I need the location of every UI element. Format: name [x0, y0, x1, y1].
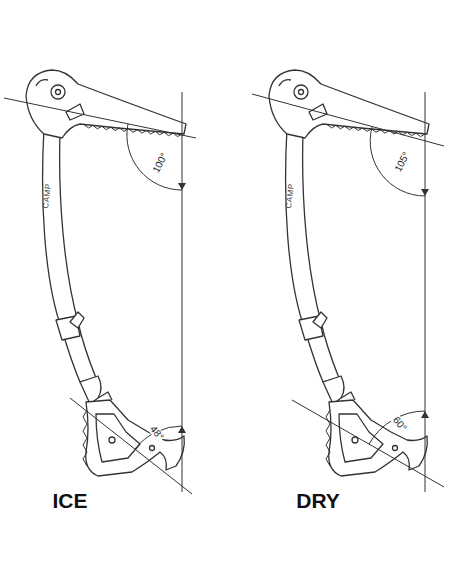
angle-value: 105°: [392, 150, 411, 175]
angle-arc: [127, 124, 182, 190]
variant-label: ICE: [52, 490, 87, 511]
grip-angle-line: [70, 398, 192, 494]
angle-value: 60°: [391, 414, 409, 434]
vertical-reference: [425, 92, 426, 492]
variant-label: DRY: [296, 490, 340, 511]
ice-axe-right: [269, 70, 429, 476]
pick-angle-line: [252, 94, 444, 146]
angle-arc: [370, 127, 425, 196]
pick-angle-line: [4, 98, 196, 138]
grip-angle-line: [292, 400, 444, 487]
angle-arc: [369, 411, 425, 444]
angle-value: 100°: [150, 151, 169, 176]
